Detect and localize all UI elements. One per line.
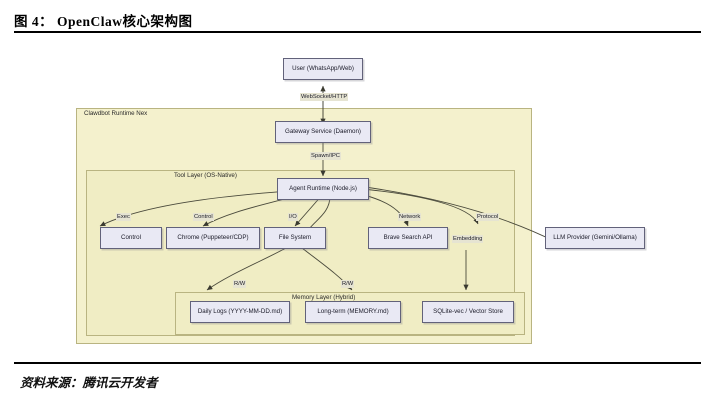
edge-label-control: Control xyxy=(193,213,214,221)
node-sqlite-vec[interactable]: SQLite-vec / Vector Store xyxy=(422,301,514,323)
page-title: 图 4： OpenClaw核心架构图 xyxy=(14,14,193,29)
node-user[interactable]: User (WhatsApp/Web) xyxy=(283,58,363,80)
edge-label-rw-right: R/W xyxy=(341,280,355,288)
node-llm-provider[interactable]: LLM Provider (Gemini/Ollama) xyxy=(545,227,645,249)
node-brave-search-api[interactable]: Brave Search API xyxy=(368,227,448,249)
node-file-system[interactable]: File System xyxy=(264,227,326,249)
edge-label-protocol: Protocol xyxy=(476,213,500,221)
edge-label-network: Network xyxy=(398,213,422,221)
edge-label-embedding: Embedding xyxy=(452,235,484,243)
panel-label-memory-layer: Memory Layer (Hybrid) xyxy=(292,294,356,301)
architecture-diagram: Clawdbot Runtime Nex Tool Layer (OS-Nati… xyxy=(0,36,715,358)
source-note: 资料来源：腾讯云开发者 xyxy=(20,376,158,390)
edge-label-spawn-ipc: Spawn/IPC xyxy=(310,152,341,160)
edge-label-websocket-http: WebSocket/HTTP xyxy=(300,93,349,101)
panel-label-tool-layer: Tool Layer (OS-Native) xyxy=(174,172,237,179)
node-gateway-service[interactable]: Gateway Service (Daemon) xyxy=(275,121,371,143)
edge-label-exec: Exec xyxy=(116,213,131,221)
panel-label-clawdbot-runtime: Clawdbot Runtime Nex xyxy=(84,110,148,117)
title-divider xyxy=(14,31,701,33)
edge-label-rw-left: R/W xyxy=(233,280,247,288)
edge-label-io: I/O xyxy=(288,213,298,221)
node-daily-logs[interactable]: Daily Logs (YYYY-MM-DD.md) xyxy=(190,301,290,323)
node-control[interactable]: Control xyxy=(100,227,162,249)
source-divider xyxy=(14,362,701,364)
node-agent-runtime[interactable]: Agent Runtime (Node.js) xyxy=(277,178,369,200)
node-long-term-memory[interactable]: Long-term (MEMORY.md) xyxy=(305,301,401,323)
node-chrome[interactable]: Chrome (Puppeteer/CDP) xyxy=(166,227,260,249)
